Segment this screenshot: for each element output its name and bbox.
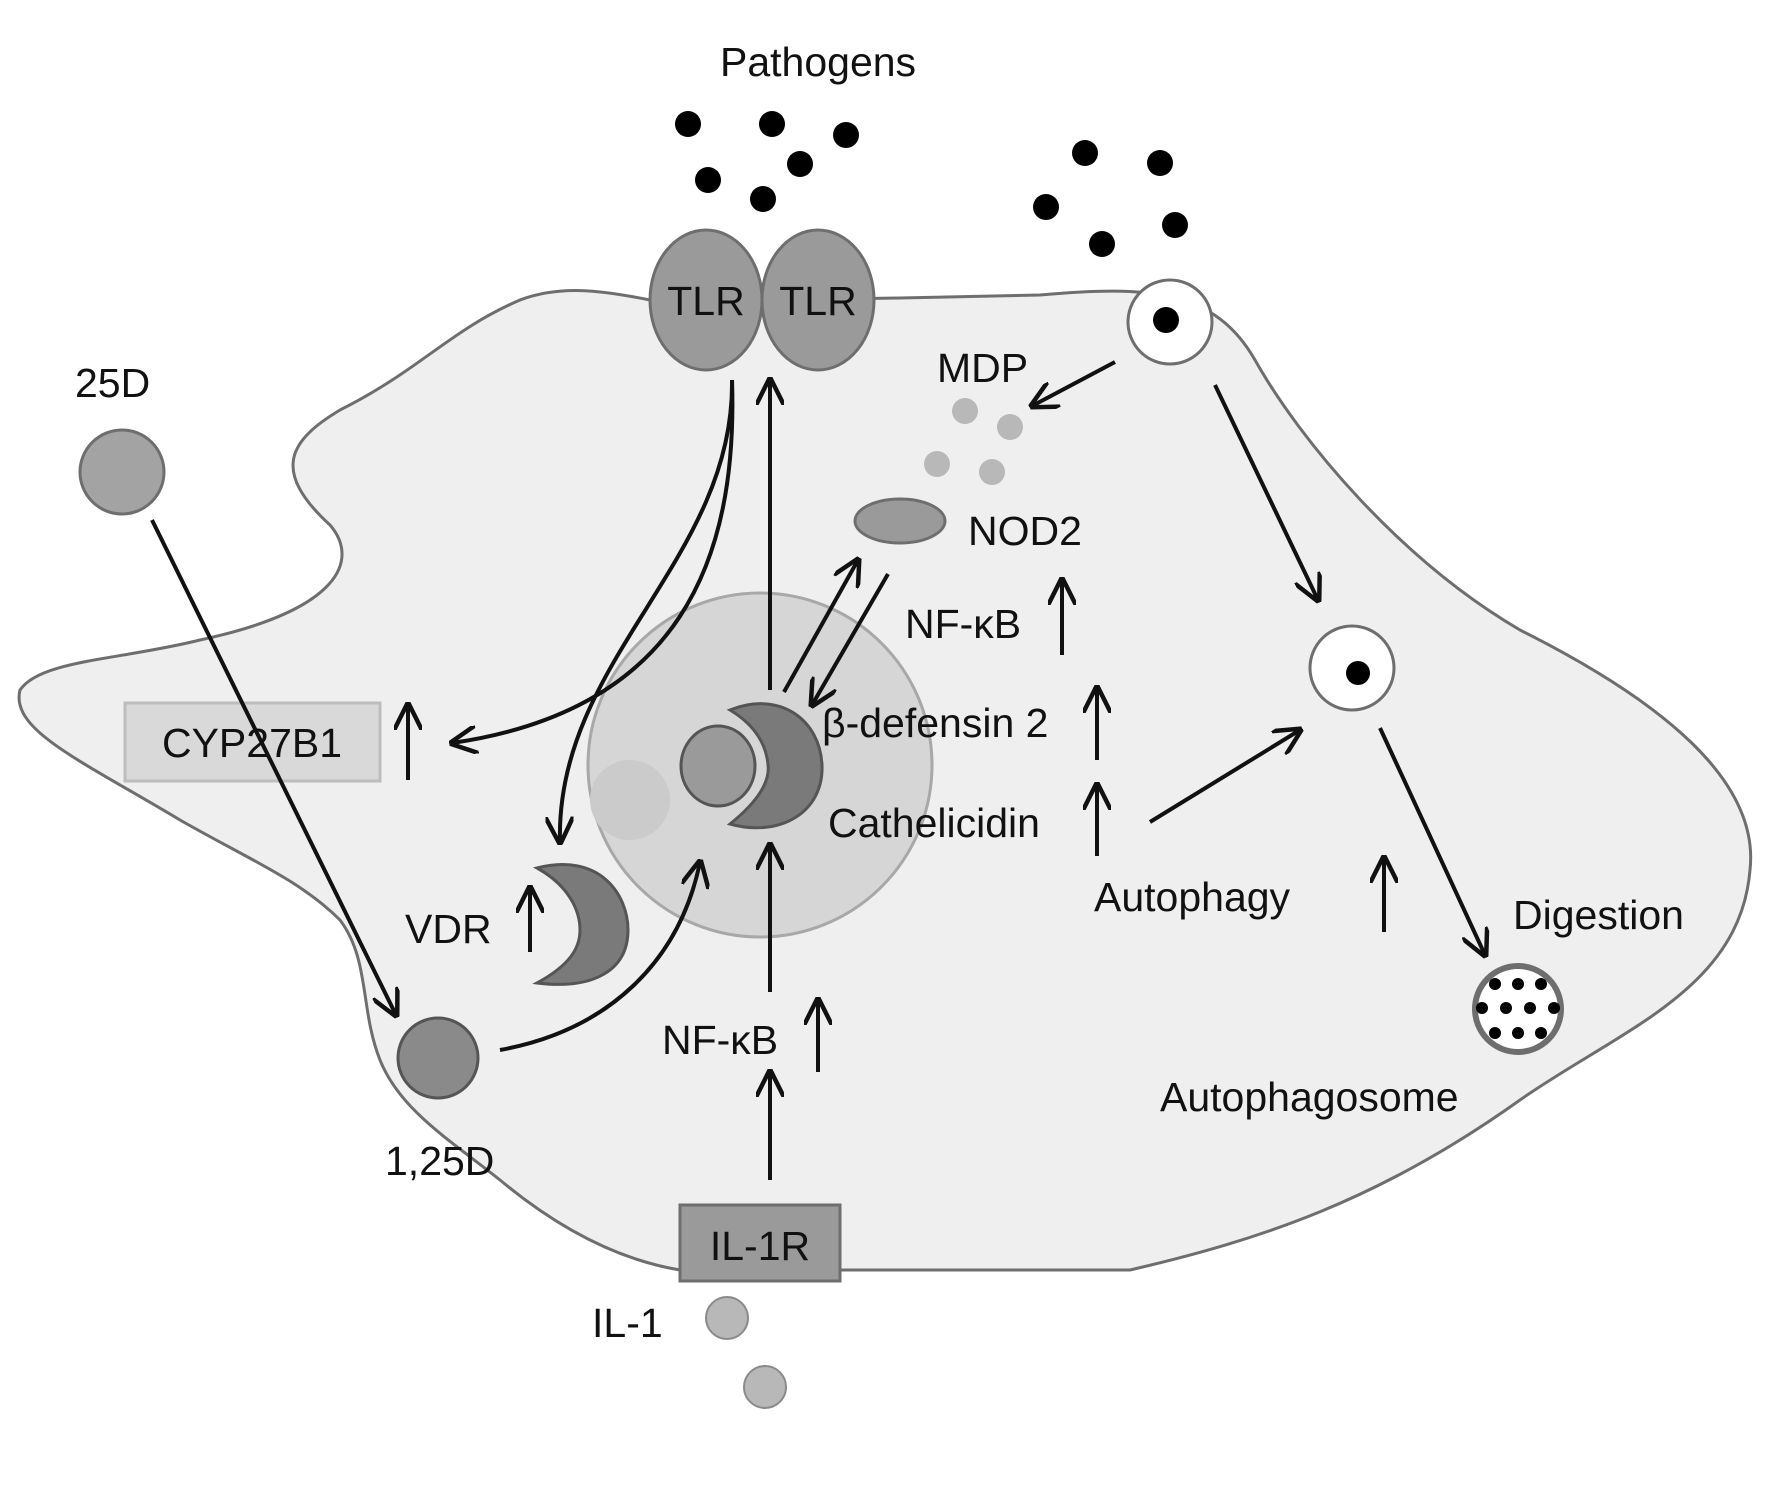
cyp27b1-label: CYP27B1 [162,720,342,766]
tlr-left-label: TLR [667,278,744,324]
il1-molecule-1 [705,1296,749,1340]
arrow-nucleus-to-nod2 [782,560,858,693]
arrow-25d-to-125d [150,519,396,1015]
vdr-receptor-cytoplasm [532,863,630,986]
arrow-tlr-to-vdr [560,379,735,842]
autophagy-label: Autophagy [1094,874,1291,920]
cyp27b1-box [123,701,382,783]
il1-molecule-2 [743,1365,787,1409]
phagosome-pathogen-dot [1346,661,1370,685]
mdp-particles [924,398,1023,485]
vdr-label: VDR [405,906,492,952]
nfkb-top-label: NF-κB [905,601,1021,647]
arrow-cathelicidin-to-phagosome [1148,730,1300,824]
arrow-tlr-to-cyp27b1 [452,379,735,743]
cathelicidin-label: Cathelicidin [828,800,1040,846]
vdr-complex-nucleus [679,702,824,830]
25d-label: 25D [75,360,150,406]
autophagosome-label: Autophagosome [1160,1074,1459,1120]
il1-label: IL-1 [592,1300,663,1346]
tlr-right-label: TLR [779,278,856,324]
arrow-125d-to-nucleus [499,862,700,1052]
pathogens-label: Pathogens [720,39,916,85]
pathogen-cluster-top [675,111,859,212]
engulfed-pathogen-dot [1153,307,1179,333]
arrow-nod2-to-nucleus [812,572,890,705]
arrow-vesicle-to-mdp [1032,360,1116,406]
nod2-receptor [853,497,947,545]
arrow-vesicle-to-phagosome [1213,384,1318,600]
25d-molecule [78,428,166,516]
beta-defensin-label: β-defensin 2 [822,700,1048,746]
autophagosome-vesicle [1472,963,1564,1055]
tlr-receptor-right [760,228,876,372]
digestion-label: Digestion [1513,892,1684,938]
125d-molecule [396,1016,480,1100]
nucleus-shadow [590,760,670,840]
nod2-label: NOD2 [968,508,1082,554]
pathogen-cluster-right [1033,140,1188,257]
nucleus [586,591,934,939]
il1r-label: IL-1R [710,1223,810,1269]
mdp-label: MDP [937,345,1028,391]
125d-label: 1,25D [385,1138,494,1184]
arrow-phagosome-to-autophagosome [1378,727,1485,955]
nfkb-bottom-label: NF-κB [662,1017,778,1063]
il1r-box [678,1203,842,1283]
